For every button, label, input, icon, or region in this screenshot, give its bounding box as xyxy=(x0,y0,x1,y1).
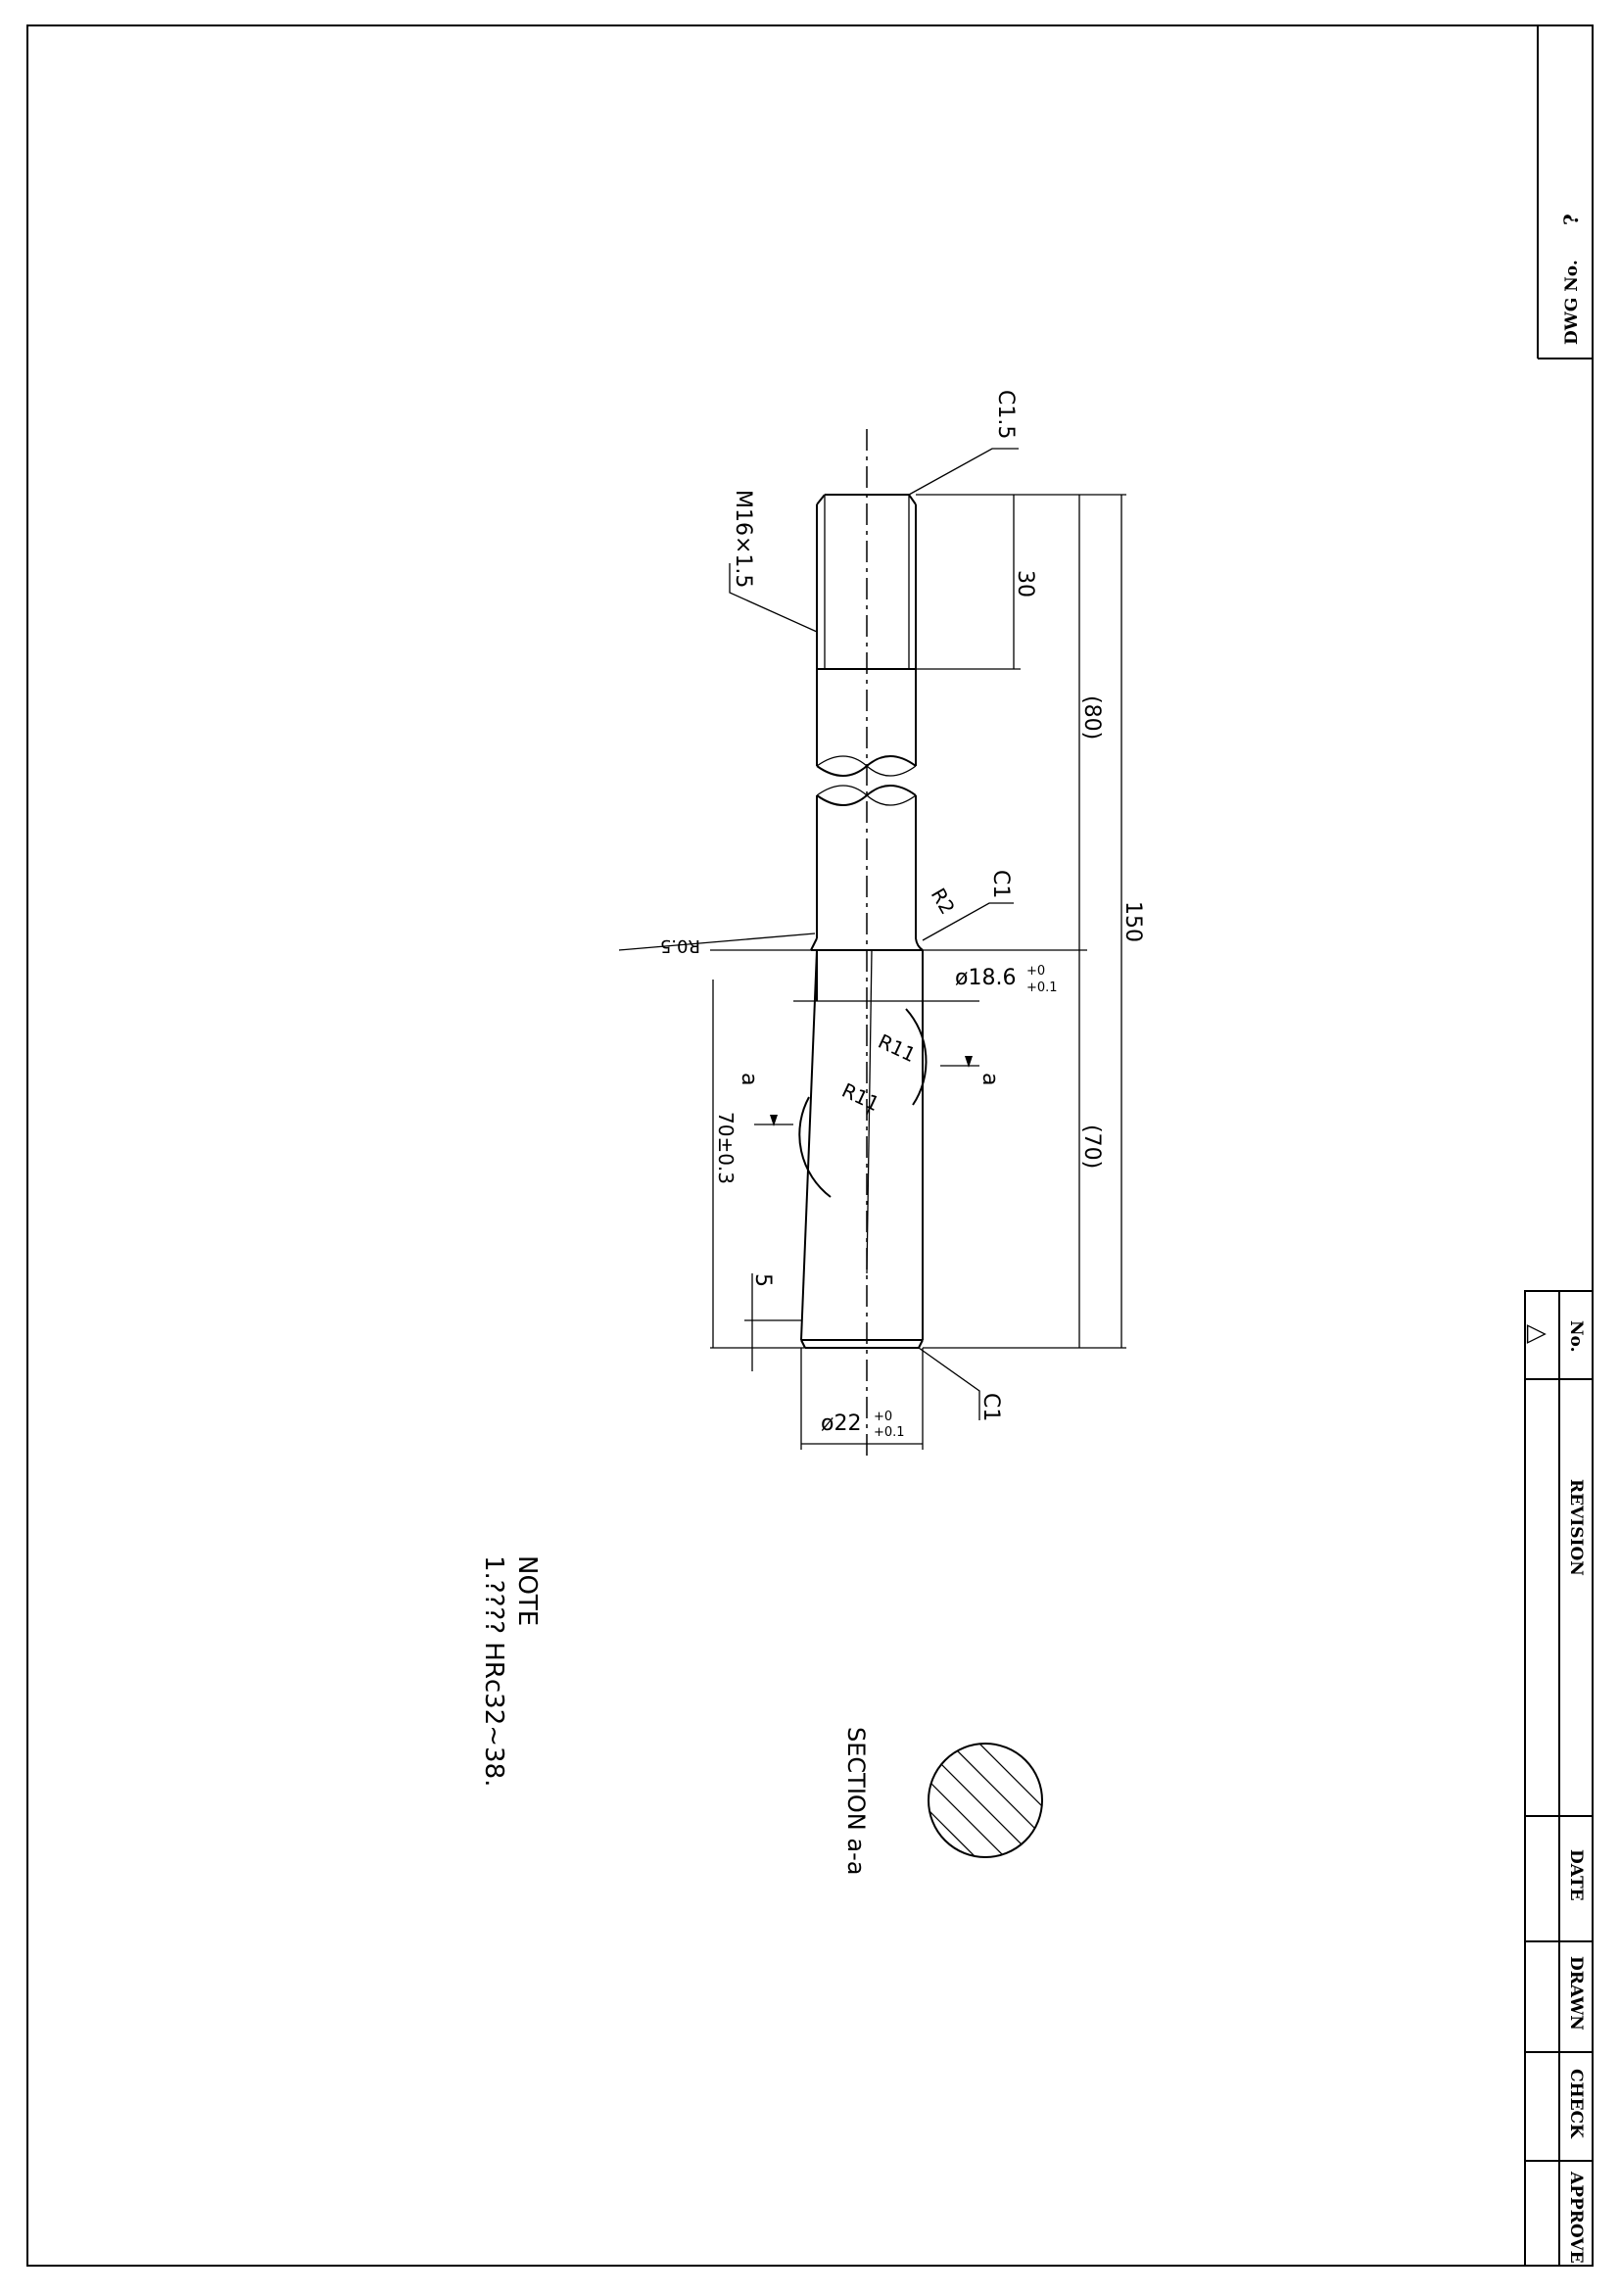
sheet-border xyxy=(26,24,1594,2267)
revision-col-drawn: DRAWN xyxy=(1566,1956,1586,2031)
dim-thread-length: 30 xyxy=(1013,570,1037,598)
dim-body-diameter: ø22 xyxy=(821,1411,861,1436)
dwg-no-label: DWG No. xyxy=(1562,260,1582,345)
note-heading: NOTE xyxy=(512,1555,542,1626)
callout-radius-r11-lower: R11 xyxy=(838,1078,883,1116)
dimension-lines xyxy=(618,448,1126,1445)
dim-length-150: 150 xyxy=(1120,901,1145,942)
callout-chamfer-c1-end: C1 xyxy=(978,1393,1003,1421)
shaft-outline xyxy=(798,494,928,1450)
revision-block: No. REVISION DATE DRAWN CHECK APPROVE △ xyxy=(1523,1290,1594,2267)
dim-neck-tol-upper: +0 xyxy=(1026,964,1045,979)
dwg-number-box: DWG No. ? xyxy=(1537,25,1593,359)
revision-col-revision: REVISION xyxy=(1566,1479,1586,1576)
callout-fillet-r05: R0.5 xyxy=(660,935,700,956)
dim-neck-diameter: ø18.6 xyxy=(955,966,1016,990)
dim-offset-5: 5 xyxy=(750,1273,775,1287)
revision-col-check: CHECK xyxy=(1566,2069,1586,2139)
section-view: SECTION a-a xyxy=(842,1727,1043,1875)
section-label: SECTION a-a xyxy=(842,1727,870,1875)
dim-length-80: (80) xyxy=(1079,695,1104,740)
callout-thread: M16×1.5 xyxy=(731,490,755,588)
dim-body-tol-lower: +0.1 xyxy=(874,1425,905,1440)
revision-col-no: No. xyxy=(1566,1320,1586,1353)
dim-length-70: (70) xyxy=(1079,1124,1104,1169)
section-mark-left: a xyxy=(737,1073,761,1085)
dim-body-tol-upper: +0 xyxy=(874,1410,892,1424)
dwg-no-value: ? xyxy=(1559,214,1583,225)
callout-chamfer-c1-shoulder: C1 xyxy=(988,870,1013,898)
revision-triangle-icon: △ xyxy=(1523,1324,1552,1344)
note-line-1: 1.???? HRc32~38. xyxy=(479,1555,508,1787)
revision-col-approve: APPROVE xyxy=(1566,2171,1586,2264)
section-hatching xyxy=(929,1744,1042,1857)
dim-length-70-tol: 70±0.3 xyxy=(714,1112,738,1184)
revision-col-date: DATE xyxy=(1566,1849,1586,1901)
callout-radius-r11-upper: R11 xyxy=(875,1029,920,1067)
note-block: NOTE 1.???? HRc32~38. xyxy=(479,1555,542,1787)
section-mark-right: a xyxy=(977,1073,1002,1085)
callout-fillet-r2: R2 xyxy=(927,885,960,919)
callout-chamfer-c15: C1.5 xyxy=(993,390,1018,439)
callout-labels: C1.5 M16×1.5 30 (80) 150 C1 R2 R0.5 ø18.… xyxy=(660,390,1145,1440)
dim-neck-tol-lower: +0.1 xyxy=(1026,981,1058,995)
